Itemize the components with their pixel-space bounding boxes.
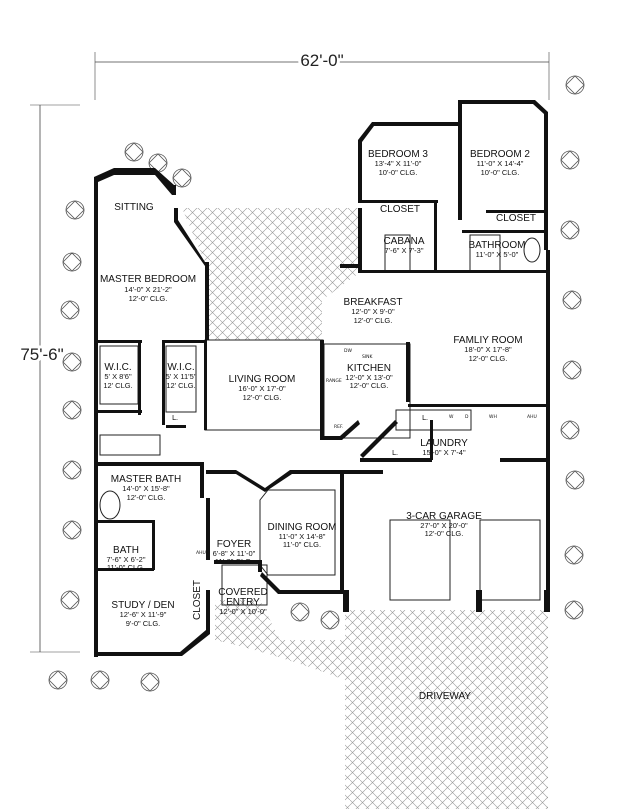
breakfast-label: BREAKFAST <box>344 297 403 308</box>
depth-dimension: 75'-6" <box>20 345 63 364</box>
breakfast-size: 12'-0" X 9'-0" <box>351 307 395 316</box>
garage-size: 27'-0" X 20'-0" <box>420 521 468 530</box>
family-room-label: FAMLIY ROOM <box>453 335 522 346</box>
covered-entry-label-2: ENTRY <box>226 597 260 608</box>
bath-size: 7'-6" X 6'-2" <box>106 555 145 564</box>
laundry-label: LAUNDRY <box>420 438 468 449</box>
linen-label-hall: L. <box>392 449 398 457</box>
ahu-laundry-label: AHU <box>527 414 537 420</box>
foyer-size: 6'-8" X 11'-0" <box>213 549 256 558</box>
bedroom3-size: 13'-4" X 11'-0" <box>375 159 422 168</box>
dryer-label: D <box>465 414 469 420</box>
study-label: STUDY / DEN <box>111 600 174 611</box>
width-dimension: 62'-0" <box>300 51 343 70</box>
dining-room-label: DINING ROOM <box>268 522 337 533</box>
bath-ceiling: 11'-0" CLG. <box>107 563 145 572</box>
ahu-foyer-label: AHU <box>196 550 206 556</box>
living-room-size: 16'-0" X 17'-0" <box>238 384 286 393</box>
wic-right-label: W.I.C. <box>167 362 194 373</box>
sink-label: SINK <box>362 354 374 360</box>
walls <box>94 100 550 657</box>
laundry-size: 15'-0" X 7'-4" <box>422 448 466 457</box>
wic-left-size: 5' X 8'6" <box>104 372 132 381</box>
range-label: RANGE <box>326 378 342 384</box>
washer-label: W <box>449 414 454 420</box>
cabana-label: CABANA <box>383 236 424 247</box>
bedroom2-closet-label: CLOSET <box>496 213 536 224</box>
kitchen-ceiling: 12'-0" CLG. <box>350 381 389 390</box>
dining-room-size: 11'-0" X 14'-8" <box>279 532 326 541</box>
bedroom2-label: BEDROOM 2 <box>470 149 530 160</box>
foyer-label: FOYER <box>217 539 251 550</box>
master-bedroom-label: MASTER BEDROOM <box>100 274 196 285</box>
garage-ceiling: 12'-0" CLG. <box>425 529 464 538</box>
bedroom3-closet-label: CLOSET <box>380 204 420 215</box>
refrigerator-label: REF. <box>334 424 343 430</box>
sitting-label: SITTING <box>114 202 154 213</box>
dimension-lines <box>30 52 550 653</box>
kitchen-size: 12'-0" X 13'-0" <box>345 373 393 382</box>
room-labels: SITTING MASTER BEDROOM 14'-0" X 21'-2" 1… <box>100 149 536 702</box>
wic-left-ceiling: 12' CLG. <box>103 381 132 390</box>
bathroom-size: 11'-0" X 5'-0" <box>476 250 519 259</box>
breakfast-ceiling: 12'-0" CLG. <box>354 316 393 325</box>
bedroom3-label: BEDROOM 3 <box>368 149 428 160</box>
paving <box>182 208 548 809</box>
fixture-labels: L. L. L. AHU AHU DW SINK RANGE REF. W D … <box>172 348 537 556</box>
master-bedroom-ceiling: 12'-0" CLG. <box>129 294 168 303</box>
living-room-ceiling: 12'-0" CLG. <box>243 393 282 402</box>
master-bath-size: 14'-0" X 15'-8" <box>122 484 170 493</box>
living-room-label: LIVING ROOM <box>229 374 296 385</box>
wic-right-size: 5' X 11'5" <box>166 372 197 381</box>
linen-label-wic: L. <box>172 414 178 422</box>
bathroom-label: BATHROOM <box>468 240 525 251</box>
bath-label: BATH <box>113 545 139 556</box>
garage-label: 3-CAR GARAGE <box>406 511 482 522</box>
interior-fixtures <box>99 234 541 606</box>
covered-entry-size: 12'-0" X 10'-0" <box>219 607 267 616</box>
foyer-closet-label: CLOSET <box>192 580 203 620</box>
study-size: 12'-6" X 11'-9" <box>120 610 167 619</box>
wic-left-label: W.I.C. <box>104 362 131 373</box>
kitchen-label: KITCHEN <box>347 363 391 374</box>
covered-entry-label-1: COVERED <box>218 587 267 598</box>
master-bedroom-size: 14'-0" X 21'-2" <box>124 285 172 294</box>
dining-room-ceiling: 11'-0" CLG. <box>283 540 321 549</box>
study-ceiling: 9'-0" CLG. <box>126 619 161 628</box>
driveway-label: DRIVEWAY <box>419 691 472 702</box>
bedroom3-ceiling: 10'-0" CLG. <box>379 168 418 177</box>
family-room-ceiling: 12'-0" CLG. <box>469 354 508 363</box>
foyer-ceiling: 11'-0" CLG. <box>215 557 253 566</box>
bedroom2-ceiling: 10'-0" CLG. <box>481 168 520 177</box>
wic-right-ceiling: 12' CLG. <box>166 381 195 390</box>
family-room-size: 18'-0" X 17'-8" <box>464 345 512 354</box>
bedroom2-size: 11'-0" X 14'-4" <box>477 159 524 168</box>
linen-label-laundry: L. <box>422 414 428 422</box>
master-bath-label: MASTER BATH <box>111 474 181 485</box>
cabana-size: 7'-6" X 7'-3" <box>384 246 423 255</box>
master-bath-ceiling: 12'-0" CLG. <box>127 493 166 502</box>
dishwasher-label: DW <box>344 348 352 354</box>
water-heater-label: WH <box>489 414 497 420</box>
